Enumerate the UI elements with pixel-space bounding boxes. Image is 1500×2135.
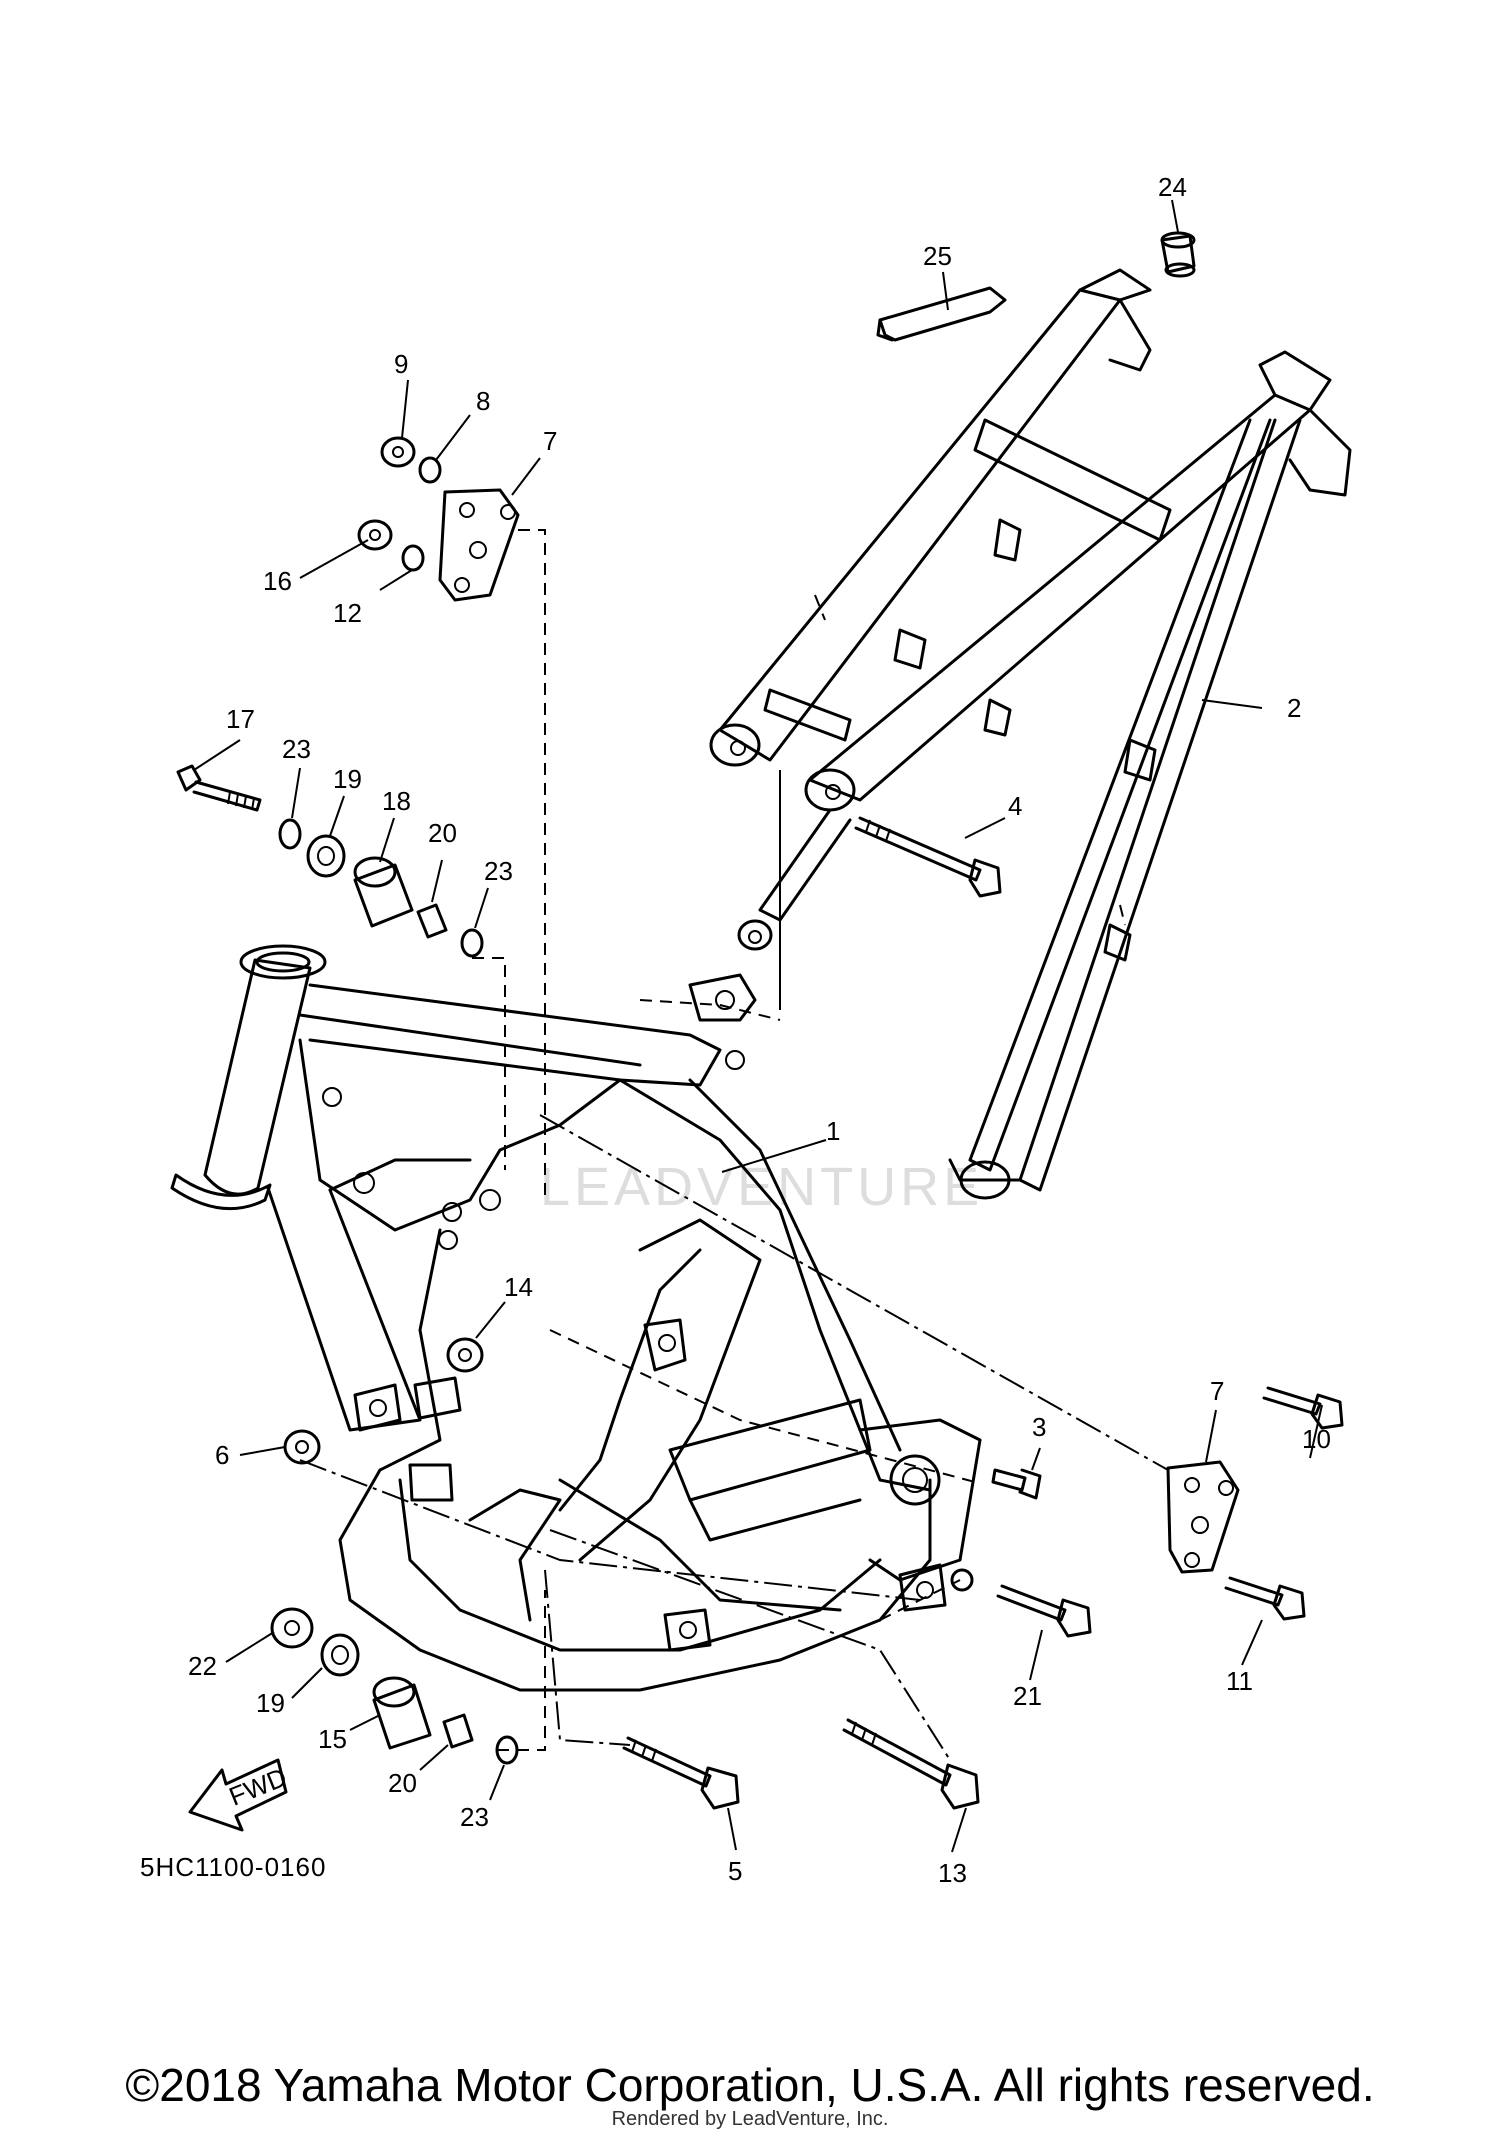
callout-19-lower: 19 xyxy=(256,1688,285,1718)
callout-12: 12 xyxy=(333,598,362,628)
bolt-part-16 xyxy=(176,764,262,812)
bolt-part-21 xyxy=(950,1568,1092,1638)
callout-6: 6 xyxy=(215,1440,229,1470)
bolt-part-14 xyxy=(842,1718,980,1810)
nut-part-6 xyxy=(283,1429,321,1465)
spacer-part-18 xyxy=(353,856,414,928)
bolt-part-3 xyxy=(991,1468,1042,1500)
callout-10: 9 xyxy=(394,349,408,379)
washer-part-12 xyxy=(401,544,425,572)
rendered-by-notice: Rendered by LeadVenture, Inc. xyxy=(611,2108,889,2130)
assembly-reference-lines xyxy=(299,529,1169,1761)
main-frame-part xyxy=(170,944,982,1692)
callout-1: 1 xyxy=(826,1116,840,1146)
bolt-part-11 xyxy=(1224,1576,1306,1621)
callout-2: 2 xyxy=(1287,693,1301,723)
callout-25: 25 xyxy=(923,241,952,271)
callout-labels: 24 25 9 8 7 16 12 17 23 19 18 20 23 2 4 … xyxy=(188,172,1331,1888)
callout-20-upper: 20 xyxy=(428,818,457,848)
washer-part-9 xyxy=(418,456,442,484)
callout-19-upper: 19 xyxy=(333,764,362,794)
bracket-part-25 xyxy=(876,286,1007,342)
washer-part-23-mid xyxy=(460,928,484,958)
collar-part-20-upper xyxy=(416,903,448,939)
engine-bracket-part-7-lower xyxy=(1166,1460,1240,1574)
callout-22: 22 xyxy=(188,1651,217,1681)
callout-13: 16 xyxy=(263,566,292,596)
callout-24: 24 xyxy=(1158,172,1187,202)
callout-4: 4 xyxy=(1008,791,1022,821)
copyright-notice: ©2018 Yamaha Motor Corporation, U.S.A. A… xyxy=(125,2059,1375,2111)
leader-lines xyxy=(193,199,1323,1853)
callout-23-lower: 23 xyxy=(460,1802,489,1832)
callout-20-lower: 20 xyxy=(388,1768,417,1798)
collar-part-19-upper xyxy=(306,834,346,878)
nut-part-22 xyxy=(270,1607,314,1649)
callout-5: 5 xyxy=(728,1856,742,1886)
engine-bracket-part-7-upper xyxy=(438,488,520,602)
rear-subframe-part xyxy=(709,268,1352,1200)
callout-7-upper: 7 xyxy=(543,426,557,456)
collar-part-20-lower xyxy=(442,1713,474,1749)
callout-8: 10 xyxy=(1302,1424,1331,1454)
callout-23-upper: 23 xyxy=(282,734,311,764)
collar-part-24 xyxy=(1160,231,1196,278)
spacer-part-17 xyxy=(372,1676,432,1750)
callout-11: 11 xyxy=(1226,1666,1253,1696)
fwd-direction-arrow: FWD xyxy=(188,1758,291,1832)
collar-part-19-lower xyxy=(320,1633,360,1677)
callout-9: 8 xyxy=(476,386,490,416)
washer-part-23-upper xyxy=(278,818,302,850)
callout-16: 17 xyxy=(226,704,255,734)
callout-21: 21 xyxy=(1013,1681,1042,1711)
callout-18: 18 xyxy=(382,786,411,816)
bolt-part-8 xyxy=(1262,1386,1344,1430)
diagram-code: 5HC1100-0160 xyxy=(140,1852,327,1882)
bolt-part-5 xyxy=(622,1736,740,1810)
callout-7-lower: 7 xyxy=(1210,1376,1224,1406)
nut-part-13 xyxy=(357,519,393,551)
callout-15: 14 xyxy=(504,1272,533,1302)
nut-part-15 xyxy=(446,1337,484,1373)
callout-23-mid: 23 xyxy=(484,856,513,886)
callout-3: 3 xyxy=(1032,1412,1046,1442)
bolt-part-4 xyxy=(854,816,1002,898)
nut-part-10 xyxy=(380,436,416,468)
callout-14: 13 xyxy=(938,1858,967,1888)
callout-17: 15 xyxy=(318,1724,347,1754)
